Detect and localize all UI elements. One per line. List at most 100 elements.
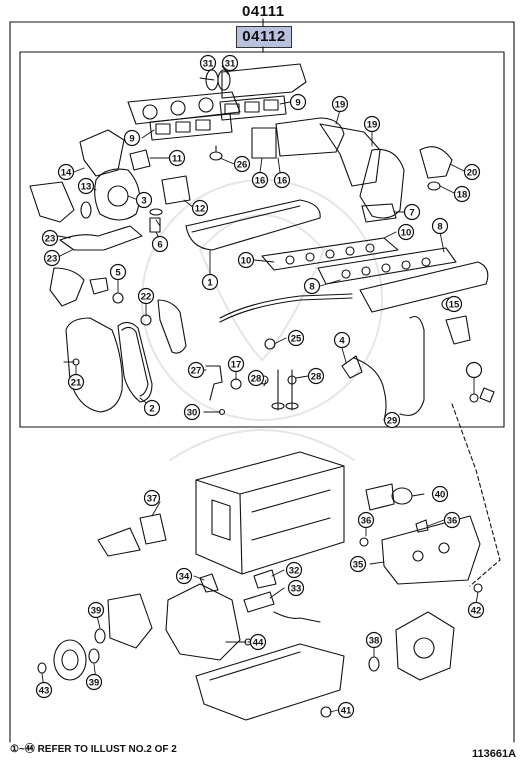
- callout-circle: [67, 373, 85, 391]
- callout-number: 19: [367, 120, 378, 131]
- callout-39: 39: [87, 601, 105, 619]
- callout-34: 34: [175, 567, 193, 585]
- callout-30: 30: [183, 403, 201, 421]
- callout-36: 36: [443, 511, 461, 529]
- callout-2: 2: [143, 399, 161, 417]
- callout-15: 15: [445, 295, 463, 313]
- callout-number: 34: [179, 572, 190, 583]
- callout-14: 14: [57, 163, 75, 181]
- callout-33: 33: [287, 579, 305, 597]
- callout-number: 13: [81, 182, 92, 193]
- watermark: [141, 179, 383, 461]
- callout-74: [465, 361, 483, 379]
- callout-number: 43: [39, 686, 50, 697]
- callout-9: 9: [289, 93, 307, 111]
- callout-circle: [463, 163, 481, 181]
- callout-circle: [337, 701, 355, 719]
- side-cover-35: [381, 515, 481, 585]
- callout-38: 38: [365, 631, 383, 649]
- callout-number: 29: [387, 416, 398, 427]
- callout-number: 28: [311, 372, 322, 383]
- callout-number: 31: [225, 59, 236, 70]
- callout-5: 5: [109, 263, 127, 281]
- o-rings-31: [205, 69, 231, 91]
- callout-10: 10: [397, 223, 415, 241]
- callout-36: 36: [357, 511, 375, 529]
- callout-number: 12: [195, 204, 206, 215]
- callout-number: 18: [457, 190, 468, 201]
- callout-circle: [85, 673, 103, 691]
- callout-number: 25: [291, 334, 302, 345]
- callout-43: 43: [35, 681, 53, 699]
- callout-number: 7: [409, 208, 414, 219]
- callout-circle: [333, 331, 351, 349]
- callout-18: 18: [453, 185, 471, 203]
- callout-28: 28: [307, 367, 325, 385]
- callout-37: 37: [143, 489, 161, 507]
- callout-number: 44: [253, 638, 264, 649]
- callout-number: 32: [289, 566, 300, 577]
- callout-number: 1: [207, 278, 213, 289]
- callout-number: 27: [191, 366, 202, 377]
- callout-number: 14: [61, 168, 72, 179]
- callout-21: 21: [67, 373, 85, 391]
- callout-circle: [35, 681, 53, 699]
- callout-circle: [397, 223, 415, 241]
- callout-circle: [251, 171, 269, 189]
- bolt-42: [473, 583, 483, 593]
- callout-circle: [143, 399, 161, 417]
- callout-28: 28: [247, 369, 265, 387]
- callout-number: 15: [449, 300, 460, 311]
- callout-circle: [183, 403, 201, 421]
- callout-9: 9: [123, 129, 141, 147]
- manifold-gasket-row: [149, 95, 287, 141]
- callout-17: 17: [227, 355, 245, 373]
- callout-25: 25: [287, 329, 305, 347]
- exhaust-manifold-gasket-upper: [127, 63, 307, 125]
- callout-32: 32: [285, 561, 303, 579]
- callout-number: 2: [149, 404, 154, 415]
- gauge-18-20: [209, 145, 223, 161]
- callout-number: 8: [309, 282, 314, 293]
- callout-number: 28: [251, 374, 262, 385]
- callout-circle: [273, 171, 291, 189]
- callout-4: 4: [333, 331, 351, 349]
- callout-41: 41: [337, 701, 355, 719]
- callout-circle: [307, 367, 325, 385]
- callout-circle: [41, 229, 59, 247]
- callout-circle: [431, 217, 449, 235]
- callout-number: 26: [237, 160, 248, 171]
- head-bolt-rail: [219, 293, 353, 350]
- callout-number: 6: [157, 240, 162, 251]
- callout-circle: [445, 295, 463, 313]
- callout-27: 27: [187, 361, 205, 379]
- callout-16: 16: [273, 171, 291, 189]
- callout-number: 31: [203, 59, 214, 70]
- callout-circle: [77, 177, 95, 195]
- callout-35: 35: [349, 555, 367, 573]
- pipe-left-5: [49, 267, 124, 307]
- callout-number: 42: [471, 606, 482, 617]
- callout-circle: [403, 203, 421, 221]
- callout-circle: [431, 485, 449, 503]
- gasket-7: [361, 203, 397, 223]
- callout-circle: [285, 561, 303, 579]
- gasket-kit-part-number: 04112: [236, 26, 292, 48]
- callout-16: 16: [251, 171, 269, 189]
- callout-number: 16: [277, 176, 288, 187]
- callout-number: 9: [129, 134, 134, 145]
- illustration-number: 113661A: [472, 748, 517, 760]
- kit-bracket: [9, 18, 515, 743]
- callout-number: 36: [447, 516, 458, 527]
- callout-circle: [247, 369, 265, 387]
- callout-8: 8: [303, 277, 321, 295]
- cylinder-block: [195, 451, 345, 575]
- kit-part-number: 04111: [242, 3, 285, 20]
- oil-pipe-29: [341, 315, 425, 421]
- callout-circle: [363, 115, 381, 133]
- callout-circle: [135, 191, 153, 209]
- callout-circle: [443, 511, 461, 529]
- callout-number: 19: [335, 100, 346, 111]
- callout-23: 23: [41, 229, 59, 247]
